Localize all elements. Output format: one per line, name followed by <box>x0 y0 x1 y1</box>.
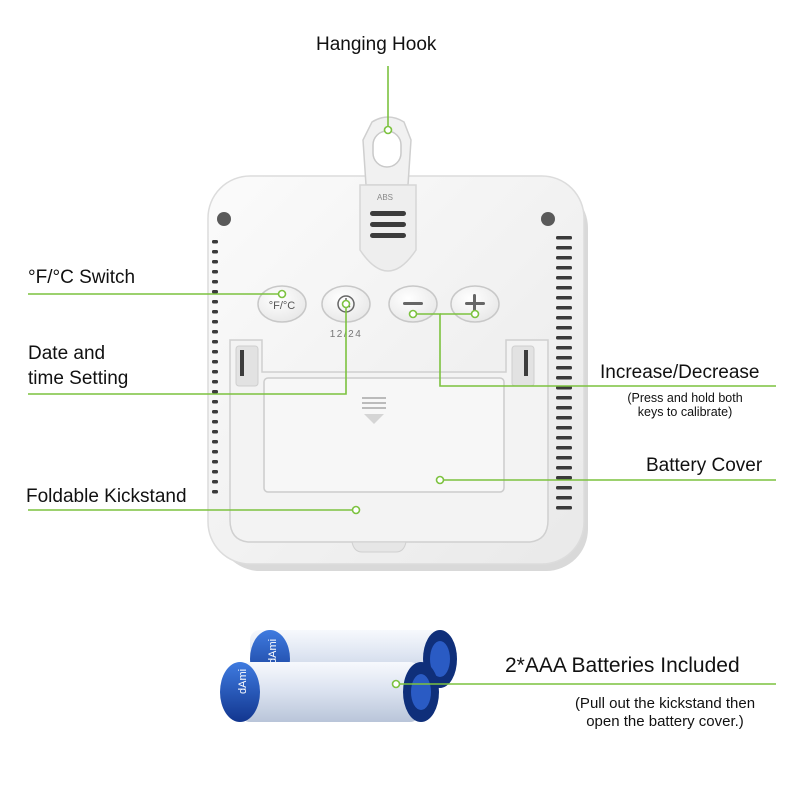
vent-slot <box>556 446 572 450</box>
label-hanging-hook: Hanging Hook <box>316 34 437 55</box>
battery-cover <box>263 377 505 493</box>
note-increase-decrease-line1: (Press and hold both <box>627 391 743 405</box>
label-batteries: 2*AAA Batteries Included <box>505 654 740 677</box>
vent-slot <box>212 320 218 324</box>
note-batteries-line2: open the battery cover.) <box>586 713 744 730</box>
vent-slot <box>212 430 218 434</box>
vent-slot <box>212 260 218 264</box>
vent-slot <box>212 310 218 314</box>
vent-slots-right <box>556 236 572 510</box>
minus-icon <box>403 302 423 305</box>
label-battery-cover: Battery Cover <box>646 455 763 476</box>
vent-slot <box>212 420 218 424</box>
vent-slot <box>556 436 572 440</box>
vent-slot <box>212 290 218 294</box>
vent-slot <box>556 416 572 420</box>
vent-slot <box>212 440 218 444</box>
screw-hole-left <box>217 212 231 226</box>
note-increase-decrease-line2: keys to calibrate) <box>637 405 733 419</box>
vent-slot <box>212 350 218 354</box>
leader-dots <box>277 125 480 689</box>
decrease-button[interactable] <box>388 285 438 323</box>
vent-slot <box>212 380 218 384</box>
vent-slot <box>556 396 572 400</box>
vent-slot <box>556 356 572 360</box>
vent-slot <box>212 240 218 244</box>
vent-slot <box>556 496 572 500</box>
battery-brand-back: dAmi <box>267 639 279 664</box>
hanging-hook: ABS <box>359 116 417 272</box>
vent-slot <box>212 490 218 494</box>
vent-slot <box>212 450 218 454</box>
temp-switch-button-text: °F/°C <box>269 300 296 312</box>
vent-slot <box>556 286 572 290</box>
label-date-time-line2: time Setting <box>28 368 129 389</box>
label-date-time-line1: Date and <box>28 343 106 364</box>
vent-slot <box>212 280 218 284</box>
vent-slot <box>212 370 218 374</box>
leader-date-time <box>28 304 347 395</box>
vent-slot <box>556 466 572 470</box>
vent-slot <box>556 306 572 310</box>
vent-slot <box>556 386 572 390</box>
aaa-battery-front: dAmi <box>220 662 439 722</box>
vent-slot <box>556 316 572 320</box>
vent-slot <box>212 480 218 484</box>
vent-slot <box>212 250 218 254</box>
vent-slot <box>212 390 218 394</box>
vent-slot <box>212 270 218 274</box>
vent-slot <box>212 300 218 304</box>
vent-slot <box>212 340 218 344</box>
vent-slot <box>212 330 218 334</box>
vent-slot <box>556 276 572 280</box>
vent-slot <box>556 266 572 270</box>
note-batteries-line1: (Pull out the kickstand then <box>574 695 756 712</box>
vent-slot <box>556 296 572 300</box>
vent-slot <box>556 406 572 410</box>
label-foldable-kickstand: Foldable Kickstand <box>26 486 187 507</box>
vent-slot <box>556 376 572 380</box>
vent-slot <box>212 360 218 364</box>
battery-brand-front: dAmi <box>237 669 249 694</box>
hook-stamp: ABS <box>377 193 393 202</box>
increase-button[interactable] <box>450 285 500 323</box>
vent-slot <box>556 326 572 330</box>
vent-slot <box>212 470 218 474</box>
vent-slot <box>212 460 218 464</box>
vent-slot <box>556 336 572 340</box>
vent-slots-left <box>212 240 218 494</box>
screw-hole-right <box>541 212 555 226</box>
vent-slot <box>556 426 572 430</box>
vent-slot <box>556 476 572 480</box>
vent-slot <box>556 456 572 460</box>
vent-slot <box>556 366 572 370</box>
vent-slot <box>556 236 572 240</box>
vent-slot <box>556 256 572 260</box>
vent-slot <box>556 246 572 250</box>
vent-slot <box>556 486 572 490</box>
vent-slot <box>212 410 218 414</box>
leader-increase-decrease <box>413 313 776 387</box>
vent-slot <box>556 346 572 350</box>
arrow-down-icon <box>364 414 384 424</box>
label-temp-switch: °F/°C Switch <box>28 267 136 288</box>
leader-lines <box>28 66 776 685</box>
temp-switch-button[interactable]: °F/°C <box>257 285 307 323</box>
vent-slot <box>556 506 572 510</box>
label-increase-decrease: Increase/Decrease <box>600 362 760 383</box>
vent-slot <box>212 400 218 404</box>
